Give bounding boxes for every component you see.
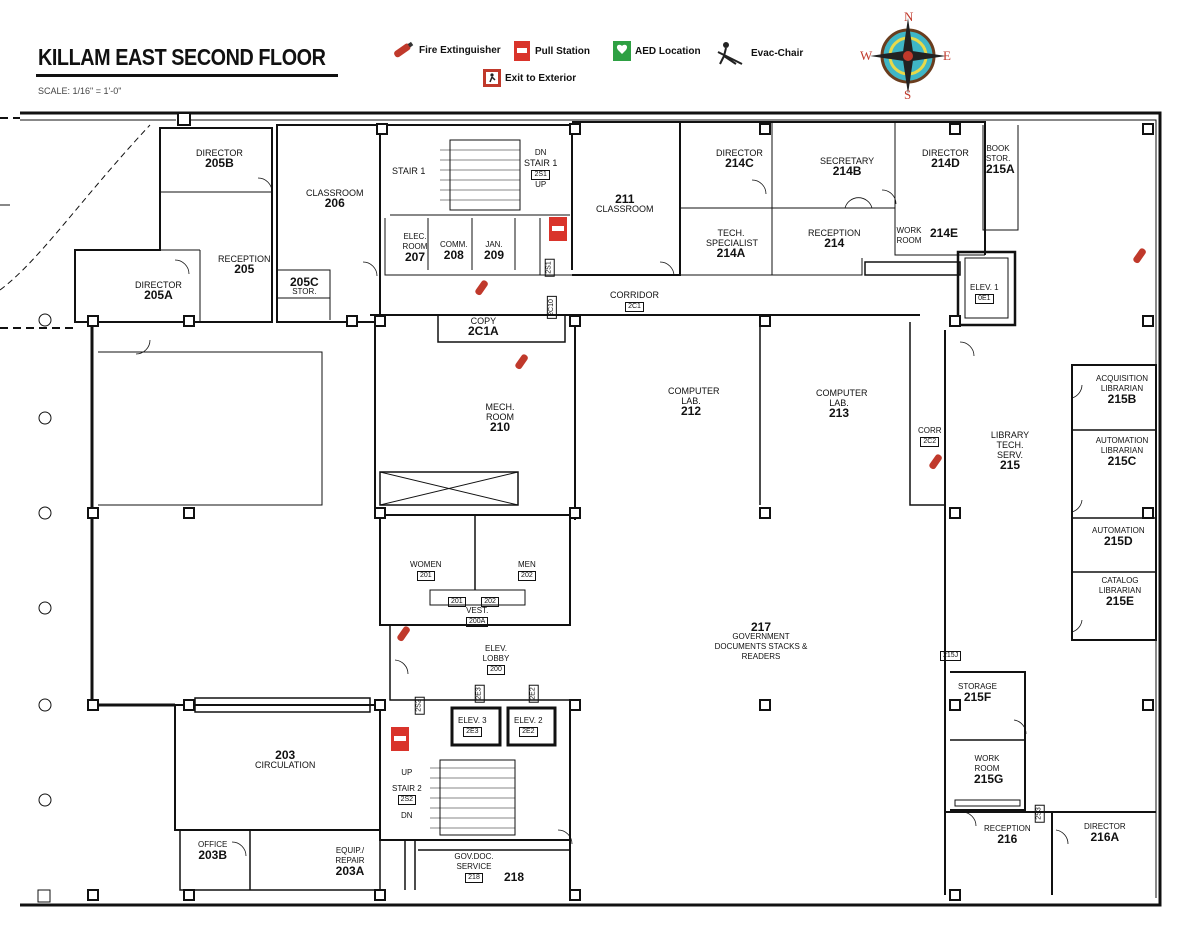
room-218-number: 218 <box>504 870 525 884</box>
room-214e-number: 214E <box>930 226 959 240</box>
fire-extinguisher-icon <box>394 41 414 58</box>
tag-2e2: 2E2 <box>528 684 539 703</box>
room-214e: WORK ROOM <box>896 226 922 245</box>
legend-exit: Exit to Exterior <box>482 68 576 88</box>
tag-2s1: 2S1 <box>544 258 555 277</box>
title-underline <box>36 74 338 77</box>
fire-extinguisher-icon <box>1133 248 1146 264</box>
map-title: KILLAM EAST SECOND FLOOR <box>38 44 326 70</box>
tag-2s3: 2S3 <box>1034 804 1045 823</box>
room-212: COMPUTER LAB.212 <box>668 386 720 418</box>
room-215a: BOOK STOR.215A <box>986 144 1015 176</box>
legend-aed-label: AED Location <box>635 45 701 57</box>
room-208: COMM.208 <box>440 240 468 262</box>
tag-2e3: 2E3 <box>474 684 485 703</box>
vestibule: VEST.200A <box>466 606 489 627</box>
fire-extinguisher-icon <box>475 280 488 296</box>
legend-aed: AED Location <box>612 40 701 62</box>
room-213: COMPUTER LAB.213 <box>816 388 868 420</box>
legend-fire-extinguisher: Fire Extinguisher <box>388 40 501 60</box>
legend-evac-chair-label: Evac-Chair <box>751 47 804 59</box>
legend-fire-extinguisher-label: Fire Extinguisher <box>419 44 501 56</box>
pull-station-icon <box>514 41 530 61</box>
compass-rose-icon: N S W E <box>860 9 951 100</box>
tag-2c10: 2C10 <box>546 296 557 319</box>
room-215: LIBRARY TECH. SERV.215 <box>990 430 1030 472</box>
legend-evac-chair: Evac-Chair <box>716 40 803 66</box>
compass-w: W <box>860 48 873 63</box>
tag-2s2: 2S2 <box>414 696 425 715</box>
aed-icon <box>613 41 631 61</box>
fire-extinguisher-icon <box>929 454 942 470</box>
room-209: JAN.209 <box>484 240 505 262</box>
compass-n: N <box>904 9 914 24</box>
evac-chair-icon <box>717 42 743 65</box>
legend-pull-station: Pull Station <box>512 40 590 62</box>
tag-215j: 215J <box>940 650 962 661</box>
compass-s: S <box>904 87 911 100</box>
exit-icon <box>483 69 501 87</box>
scale-note: SCALE: 1/16" = 1'-0" <box>38 86 122 94</box>
pull-station-icon <box>391 727 409 751</box>
stair-1-label: STAIR 1 <box>392 166 426 176</box>
compass-e: E <box>943 48 951 63</box>
fire-extinguisher-icon <box>515 354 528 370</box>
vestibule-doors: 201 202 <box>448 596 499 607</box>
pull-station-icon <box>549 217 567 241</box>
legend-pull-station-label: Pull Station <box>535 45 590 57</box>
fire-extinguisher-icon <box>397 626 410 642</box>
legend-exit-label: Exit to Exterior <box>505 72 577 84</box>
